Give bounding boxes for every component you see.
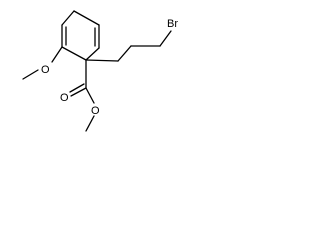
methoxy-oxygen-label: O xyxy=(41,64,50,76)
bromine-label: Br xyxy=(167,18,178,30)
chain-bond-4 xyxy=(159,30,172,47)
ester-bond-o-to-methyl xyxy=(85,115,95,132)
ester-bond-carbonyl-to-o xyxy=(85,87,95,104)
carbonyl-oxygen-label: O xyxy=(60,92,69,104)
chain-bond-2 xyxy=(117,45,132,62)
ring-bond-top-right xyxy=(73,10,100,26)
methoxy-bond-o-to-methyl xyxy=(22,69,39,80)
chemical-structure-diagram: O Br O O xyxy=(22,10,178,132)
chain-bond-1 xyxy=(85,59,119,62)
methoxy-bond-ring-to-o xyxy=(51,46,63,63)
ester-oxygen-label: O xyxy=(91,105,100,117)
ester-carbonyl-double-bond-a xyxy=(70,87,87,97)
ring-bond-lower-right xyxy=(85,47,100,61)
ester-carbonyl-double-bond-b xyxy=(69,83,85,93)
ring-bond-top-left xyxy=(61,10,75,26)
ring-bond-lower-left xyxy=(61,46,87,61)
